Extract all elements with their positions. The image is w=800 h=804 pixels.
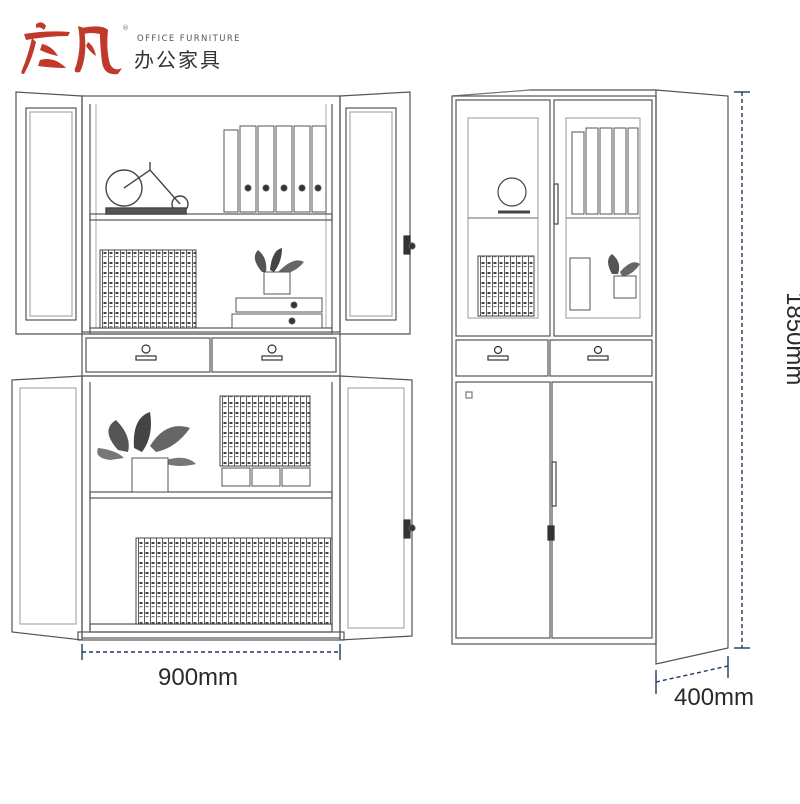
glass-panel <box>25 107 77 321</box>
cabinet-contents <box>97 125 333 625</box>
lower-door-left <box>455 381 551 639</box>
front-frame <box>451 95 657 645</box>
shelf <box>89 623 333 633</box>
depth-label: 400mm <box>674 684 755 711</box>
books-bottom <box>135 537 333 625</box>
brand-logo: ® <box>21 22 128 75</box>
closed-cabinet <box>451 89 729 665</box>
magazine-files <box>219 395 311 467</box>
upper-left-door <box>15 91 83 335</box>
lower-left-door <box>11 375 83 641</box>
registered-mark: ® <box>122 24 128 32</box>
height-label: 1850mm <box>781 292 800 386</box>
lower-door-right <box>551 381 653 639</box>
depth-dimension-line <box>655 665 729 683</box>
drawer-right <box>211 337 337 373</box>
glass-contents <box>477 127 640 317</box>
lower-right-door <box>339 375 413 641</box>
width-label: 900mm <box>158 664 239 691</box>
glass-door-left <box>455 99 551 337</box>
plant-large <box>97 412 196 493</box>
shelf <box>89 213 333 221</box>
plant <box>254 248 304 295</box>
dimension-lines <box>81 91 750 694</box>
binders <box>223 125 327 213</box>
file-boxes <box>231 297 323 329</box>
glass-panel <box>345 107 397 321</box>
drawer-left <box>85 337 211 373</box>
upper-right-door <box>339 91 411 335</box>
shelf <box>89 327 333 335</box>
brand-chinese-tagline: 办公家具 <box>134 48 222 72</box>
side-panel <box>655 89 729 665</box>
drawer-left <box>455 339 549 377</box>
drawer-row <box>81 333 341 377</box>
shelf <box>89 491 333 499</box>
books <box>99 249 197 329</box>
bicycle-ornament <box>105 162 189 215</box>
drawer-right <box>549 339 653 377</box>
brand-english-tagline: OFFICE FURNITURE <box>137 34 241 44</box>
